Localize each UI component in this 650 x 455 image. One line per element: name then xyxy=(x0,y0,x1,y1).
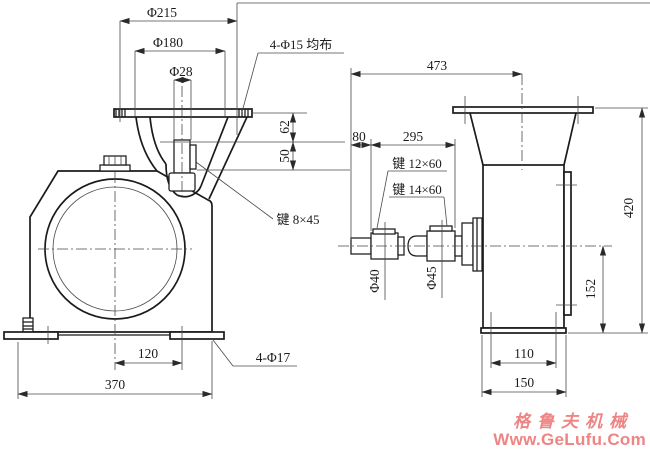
right-foot xyxy=(169,331,225,340)
dim-473-label: 473 xyxy=(427,58,448,73)
side-cover-ticks xyxy=(464,96,579,306)
side-view xyxy=(350,96,594,334)
dim-phi180-label: Φ180 xyxy=(153,35,183,50)
output-shaft xyxy=(350,228,405,260)
vent-bolt-flats xyxy=(108,156,122,165)
dim-110-label: 110 xyxy=(514,346,534,361)
input-shaft xyxy=(407,217,483,272)
side-base xyxy=(480,327,567,334)
key-8x45-callout-label: 键 8×45 xyxy=(276,212,319,227)
dim-phi28-label: Φ28 xyxy=(169,64,193,79)
housing-outline xyxy=(29,170,213,333)
flange-holes-callout-label: 4-Φ15 均布 xyxy=(270,37,333,52)
dim-420-label: 420 xyxy=(621,198,636,219)
dim-phi45-label: Φ45 xyxy=(424,266,439,290)
side-view-dimension-lines xyxy=(350,70,646,396)
dim-370-label: 370 xyxy=(105,377,126,392)
watermark: 格鲁夫机械 Www.GeLufu.Com xyxy=(493,413,646,449)
left-foot xyxy=(3,331,59,340)
funnel-legs xyxy=(135,116,248,200)
front-view-labels: Φ215 Φ180 Φ28 4-Φ15 均布 62 50 键 8×45 120 … xyxy=(105,5,332,392)
front-view-extension-lines xyxy=(17,2,650,399)
side-funnel xyxy=(469,112,577,166)
front-shaft-key xyxy=(189,144,197,170)
watermark-brand-text: 格鲁夫机械 xyxy=(513,412,634,432)
dim-295-label: 295 xyxy=(403,129,424,144)
foot-holes-callout-label: 4-Φ17 xyxy=(256,350,291,365)
front-view-dimension-lines xyxy=(17,17,344,398)
key-12x60-callout-label: 键 12×60 xyxy=(392,156,442,171)
dim-80-label: 80 xyxy=(352,129,366,144)
dim-phi215-label: Φ215 xyxy=(147,5,177,20)
dim-50-label: 50 xyxy=(277,149,292,163)
front-view xyxy=(3,108,253,340)
side-view-labels: 473 80 295 键 12×60 键 14×60 Φ40 Φ45 420 1… xyxy=(352,58,636,390)
dim-152-label: 152 xyxy=(583,279,598,299)
dim-62-label: 62 xyxy=(277,120,292,134)
side-flange xyxy=(452,106,594,114)
watermark-url-text: Www.GeLufu.Com xyxy=(493,430,646,450)
flange-hole-hatch xyxy=(115,109,249,117)
side-view-extension-lines xyxy=(338,68,648,397)
side-cover-plate xyxy=(563,171,572,316)
vent-bolt-base xyxy=(99,164,131,172)
dim-120-label: 120 xyxy=(138,346,159,361)
side-body xyxy=(482,164,565,329)
dim-phi40-label: Φ40 xyxy=(367,269,382,293)
key-14x60-callout-label: 键 14×60 xyxy=(392,182,442,197)
drain-plug xyxy=(22,317,34,333)
dim-150-label: 150 xyxy=(514,375,535,390)
